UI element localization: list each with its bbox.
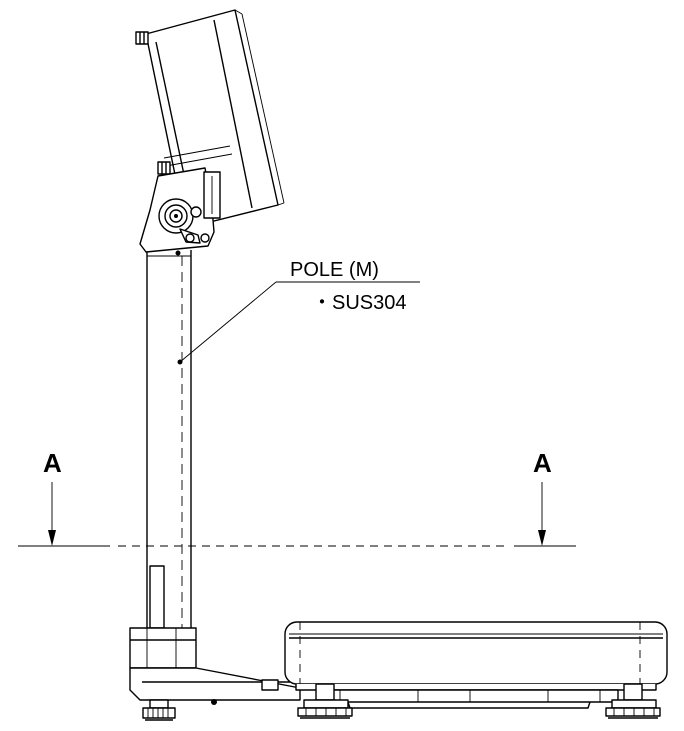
platform-base-frame bbox=[317, 689, 619, 709]
section-arrow-right bbox=[538, 482, 546, 546]
display-knob-top bbox=[135, 31, 149, 45]
callout-material: ・SUS304 bbox=[312, 292, 407, 314]
weighing-platform bbox=[284, 621, 668, 691]
hinge-knob bbox=[158, 198, 210, 244]
section-label-right: A bbox=[533, 448, 552, 478]
section-label-left: A bbox=[43, 448, 62, 478]
platform-foot-left bbox=[297, 683, 353, 719]
pole-base bbox=[129, 627, 301, 705]
section-arrow-left bbox=[48, 482, 56, 546]
callout-part-name: POLE (M) bbox=[290, 259, 379, 281]
platform-foot-right bbox=[605, 683, 661, 719]
display-knob-bottom bbox=[157, 161, 171, 175]
pole bbox=[146, 250, 192, 629]
callout-leader bbox=[177, 281, 420, 365]
pole-foot bbox=[142, 699, 176, 721]
